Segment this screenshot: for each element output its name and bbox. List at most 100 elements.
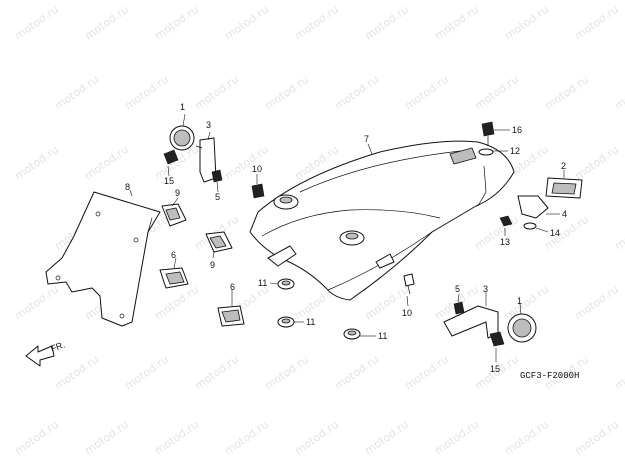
watermark-text: motod.ru bbox=[472, 213, 521, 253]
hole-icon bbox=[133, 237, 139, 243]
callout-8: 8 bbox=[125, 182, 130, 192]
part-5-nut-upper[interactable] bbox=[211, 169, 223, 183]
watermark-text: motod.ru bbox=[152, 283, 201, 323]
diagram-code: GCF3-F2000H bbox=[520, 371, 579, 381]
callout-2: 2 bbox=[561, 161, 566, 171]
watermark-text: motod.ru bbox=[542, 73, 591, 113]
watermark-text: motod.ru bbox=[262, 73, 311, 113]
hole-icon bbox=[95, 211, 101, 217]
watermark-text: motod.ru bbox=[292, 3, 341, 43]
part-6-clamp-lower[interactable] bbox=[217, 305, 245, 327]
part-10-bolt-lower[interactable] bbox=[403, 273, 415, 295]
part-13-nut[interactable] bbox=[499, 215, 513, 227]
callout-12: 12 bbox=[510, 146, 520, 156]
watermark-text: motod.ru bbox=[192, 353, 241, 393]
watermark-text: motod.ru bbox=[502, 418, 551, 458]
hole-icon bbox=[55, 275, 61, 281]
fender-badge bbox=[449, 147, 477, 165]
callout-15: 15 bbox=[490, 364, 500, 374]
watermark-text: motod.ru bbox=[612, 73, 625, 113]
part-6-clamp-upper[interactable] bbox=[159, 267, 189, 289]
watermark-text: motod.ru bbox=[12, 418, 61, 458]
callout-6: 6 bbox=[230, 282, 235, 292]
hole-icon bbox=[119, 313, 125, 319]
watermark-text: motod.ru bbox=[402, 73, 451, 113]
callout-labels: 1 3 15 5 10 9 8 9 6 6 11 11 11 10 7 16 1… bbox=[125, 102, 567, 374]
watermark-text: motod.ru bbox=[432, 3, 481, 43]
watermark-text: motod.ru bbox=[402, 353, 451, 393]
watermark-text: motod.ru bbox=[292, 418, 341, 458]
watermark-text: motod.ru bbox=[152, 418, 201, 458]
callout-1: 1 bbox=[180, 102, 185, 112]
watermark-text: motod.ru bbox=[612, 353, 625, 393]
callout-9: 9 bbox=[175, 188, 180, 198]
part-12-washer[interactable] bbox=[478, 148, 494, 156]
part-11-grommet-b[interactable] bbox=[277, 316, 295, 328]
part-8-side-plate[interactable] bbox=[45, 191, 161, 327]
watermark-text: motod.ru bbox=[362, 3, 411, 43]
part-1-reflector-upper[interactable] bbox=[169, 125, 195, 151]
watermark-text: motod.ru bbox=[262, 353, 311, 393]
watermark-text: motod.ru bbox=[332, 353, 381, 393]
part-11-grommet-c[interactable] bbox=[343, 328, 361, 340]
callout-6: 6 bbox=[171, 250, 176, 260]
watermark-text: motod.ru bbox=[332, 73, 381, 113]
callout-1: 1 bbox=[517, 296, 522, 306]
callout-16: 16 bbox=[512, 125, 522, 135]
part-7-rear-fender[interactable] bbox=[249, 140, 515, 301]
part-1-reflector-lower[interactable] bbox=[507, 313, 537, 343]
callout-13: 13 bbox=[500, 237, 510, 247]
callout-15: 15 bbox=[164, 176, 174, 186]
part-4-reflector-bracket[interactable] bbox=[517, 195, 549, 219]
watermark-text: motod.ru bbox=[572, 3, 621, 43]
watermark-text: motod.ru bbox=[12, 283, 61, 323]
watermark-text: motod.ru bbox=[222, 418, 271, 458]
watermark-text: motod.ru bbox=[12, 3, 61, 43]
callout-11: 11 bbox=[306, 317, 315, 327]
watermark-text: motod.ru bbox=[152, 3, 201, 43]
watermark-text: motod.ru bbox=[502, 3, 551, 43]
watermark-text: motod.ru bbox=[82, 418, 131, 458]
callout-11: 11 bbox=[258, 278, 267, 288]
watermark-text: motod.ru bbox=[222, 3, 271, 43]
callout-11: 11 bbox=[378, 331, 387, 341]
part-9-clip-lower[interactable] bbox=[205, 231, 233, 253]
watermark-text: motod.ru bbox=[82, 3, 131, 43]
watermark-text: motod.ru bbox=[192, 73, 241, 113]
watermark-text: motod.ru bbox=[122, 73, 171, 113]
part-14-washer[interactable] bbox=[523, 222, 537, 230]
watermark-text: motod.ru bbox=[82, 143, 131, 183]
part-16-bolt[interactable] bbox=[481, 121, 495, 146]
part-2-reflector-rear[interactable] bbox=[545, 177, 583, 199]
watermark-text: motod.ru bbox=[222, 143, 271, 183]
watermark-text: motod.ru bbox=[52, 73, 101, 113]
part-5-nut-lower[interactable] bbox=[453, 301, 465, 315]
part-10-bolt-upper[interactable] bbox=[251, 183, 265, 199]
watermark-text: motod.ru bbox=[52, 353, 101, 393]
front-direction-arrow: FR. bbox=[25, 340, 66, 367]
watermark-text: motod.ru bbox=[612, 213, 625, 253]
watermark-text: motod.ru bbox=[472, 73, 521, 113]
watermark-text: motod.ru bbox=[12, 143, 61, 183]
callout-9: 9 bbox=[210, 260, 215, 270]
callout-7: 7 bbox=[364, 134, 369, 144]
watermark-text: motod.ru bbox=[362, 418, 411, 458]
callout-4: 4 bbox=[562, 209, 567, 219]
callout-3: 3 bbox=[483, 284, 488, 294]
callout-3: 3 bbox=[206, 120, 211, 130]
part-3-bracket-upper[interactable] bbox=[195, 137, 217, 183]
callout-10: 10 bbox=[402, 308, 412, 318]
direction-label: FR. bbox=[49, 340, 66, 354]
watermark-text: motod.ru bbox=[432, 418, 481, 458]
callout-5: 5 bbox=[455, 284, 460, 294]
callout-14: 14 bbox=[550, 228, 560, 238]
watermark-text: motod.ru bbox=[572, 143, 621, 183]
watermark-text: motod.ru bbox=[122, 353, 171, 393]
watermark-text: motod.ru bbox=[572, 283, 621, 323]
leader-lines bbox=[129, 113, 565, 362]
part-11-grommet-a[interactable] bbox=[277, 278, 295, 290]
callout-10: 10 bbox=[252, 164, 262, 174]
part-15-bolt-upper[interactable] bbox=[163, 149, 179, 165]
part-15-bolt-lower[interactable] bbox=[489, 331, 505, 347]
